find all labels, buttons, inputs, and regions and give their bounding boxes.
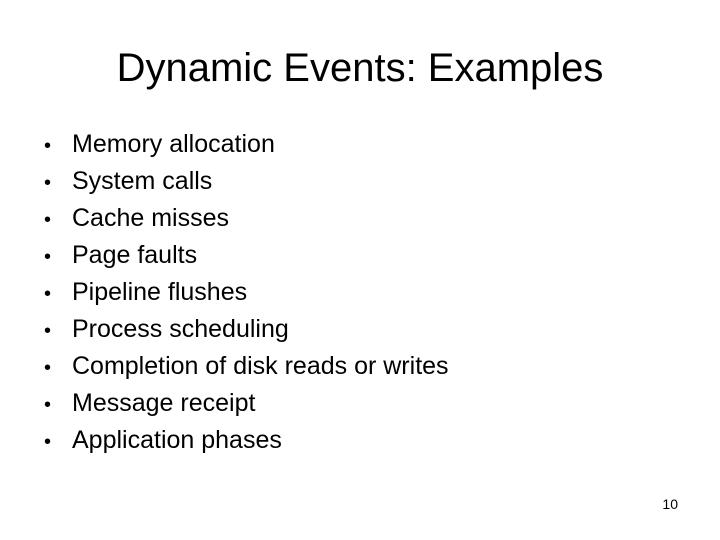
list-item-text: Memory allocation	[72, 130, 275, 158]
bullet-icon: •	[44, 394, 52, 416]
slide-title: Dynamic Events: Examples	[116, 46, 604, 90]
bullet-icon: •	[44, 283, 52, 305]
bullet-icon: •	[44, 172, 52, 194]
bullet-list: • Memory allocation • System calls • Cac…	[44, 126, 449, 459]
list-item-text: Application phases	[72, 426, 282, 454]
list-item: • Completion of disk reads or writes	[44, 348, 449, 385]
list-item-text: Process scheduling	[72, 315, 289, 343]
bullet-icon: •	[44, 431, 52, 453]
list-item: • Cache misses	[44, 200, 449, 237]
list-item-text: System calls	[72, 167, 213, 195]
list-item: • Pipeline flushes	[44, 274, 449, 311]
list-item: • Message receipt	[44, 385, 449, 422]
list-item-text: Completion of disk reads or writes	[72, 352, 449, 380]
list-item-text: Pipeline flushes	[72, 278, 248, 306]
list-item-text: Cache misses	[72, 204, 229, 232]
list-item-text: Message receipt	[72, 389, 256, 417]
slide-number: 10	[662, 496, 678, 512]
bullet-icon: •	[44, 246, 52, 268]
bullet-icon: •	[44, 135, 52, 157]
list-item: • Process scheduling	[44, 311, 449, 348]
list-item: • System calls	[44, 163, 449, 200]
list-item: • Page faults	[44, 237, 449, 274]
bullet-icon: •	[44, 320, 52, 342]
list-item: • Memory allocation	[44, 126, 449, 163]
bullet-icon: •	[44, 357, 52, 379]
list-item-text: Page faults	[72, 241, 198, 269]
list-item: • Application phases	[44, 422, 449, 459]
bullet-icon: •	[44, 209, 52, 231]
